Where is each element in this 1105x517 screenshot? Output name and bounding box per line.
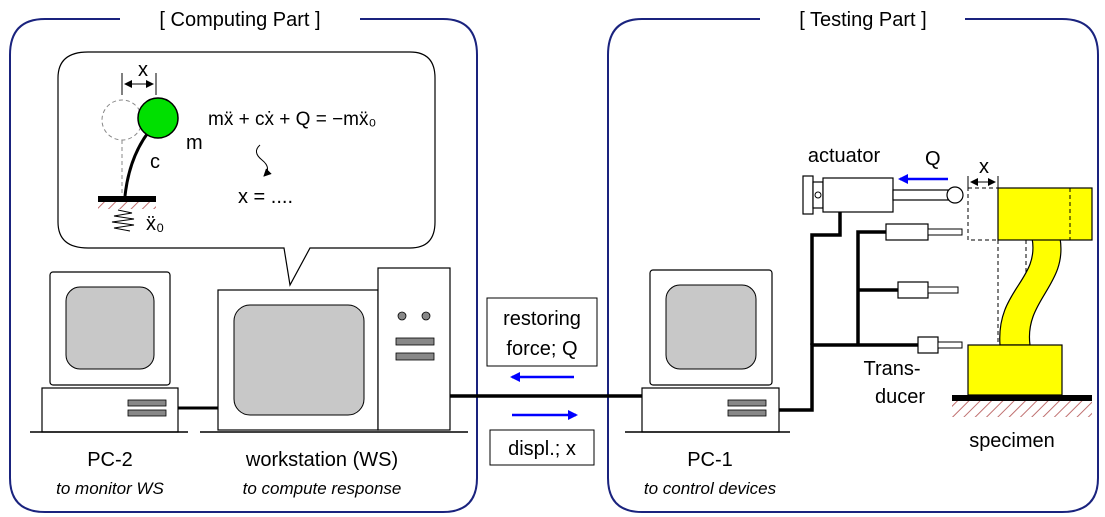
actuator-label: actuator: [808, 145, 881, 167]
pc1-screen: [665, 284, 757, 370]
solution-text: x = ....: [238, 186, 293, 208]
computing-part-title: [ Computing Part ]: [159, 9, 320, 31]
model-x-label: x: [138, 59, 148, 81]
squiggle-arrow-icon: [256, 144, 272, 177]
q-label: Q: [925, 148, 941, 170]
transducer-label-line1: Trans-: [863, 358, 920, 380]
restoring-force-signal: restoring force; Q: [486, 297, 598, 382]
testing-part-panel: [ Testing Part ]: [607, 9, 1099, 513]
restoring-label-line1: restoring: [503, 308, 581, 330]
ground-motion-icon: [111, 209, 135, 232]
ground-accel-label: ẍ₀: [146, 213, 164, 235]
actuator: actuator Q: [802, 145, 964, 215]
specimen: x specimen: [952, 156, 1093, 452]
workstation-computer: workstation (WS) to compute response: [200, 267, 468, 498]
specimen-top-block: [997, 187, 1093, 241]
pc1-name: PC-1: [687, 449, 733, 471]
specimen-label: specimen: [969, 430, 1055, 452]
model-m-label: m: [186, 132, 203, 154]
specimen-x-label: x: [979, 156, 989, 178]
displacement-signal: displ.; x: [489, 410, 595, 466]
specimen-base-block: [967, 344, 1063, 396]
pc1-computer: PC-1 to control devices: [625, 269, 790, 498]
pc2-computer: PC-2 to monitor WS: [30, 271, 188, 498]
ws-tower: [377, 267, 451, 431]
model-c-label: c: [150, 151, 160, 173]
model-bubble: x m c ẍ₀ mẍ + cẋ + Q = −mẍ₀ x = ....: [57, 51, 436, 287]
transducer-3: [917, 336, 963, 354]
transducer-label-line2: ducer: [875, 386, 925, 408]
pc2-screen: [65, 286, 155, 370]
testing-part-title: [ Testing Part ]: [799, 9, 926, 31]
transducer-2: [897, 281, 959, 299]
pc2-role: to monitor WS: [56, 479, 164, 498]
specimen-column: [999, 237, 1062, 346]
ws-name: workstation (WS): [245, 449, 398, 471]
ws-role: to compute response: [243, 479, 402, 498]
displ-label: displ.; x: [508, 438, 576, 460]
pc1-role: to control devices: [644, 479, 777, 498]
ws-screen: [233, 304, 365, 416]
mass-circle: [137, 97, 179, 139]
restoring-label-line2: force; Q: [506, 338, 577, 360]
transducer-1: [885, 223, 963, 241]
control-cables: [779, 208, 918, 412]
pc2-name: PC-2: [87, 449, 133, 471]
model-ground: [98, 196, 156, 202]
equation-of-motion: mẍ + cẋ + Q = −mẍ₀: [208, 109, 376, 130]
computing-part-panel: [ Computing Part ]: [9, 9, 478, 513]
